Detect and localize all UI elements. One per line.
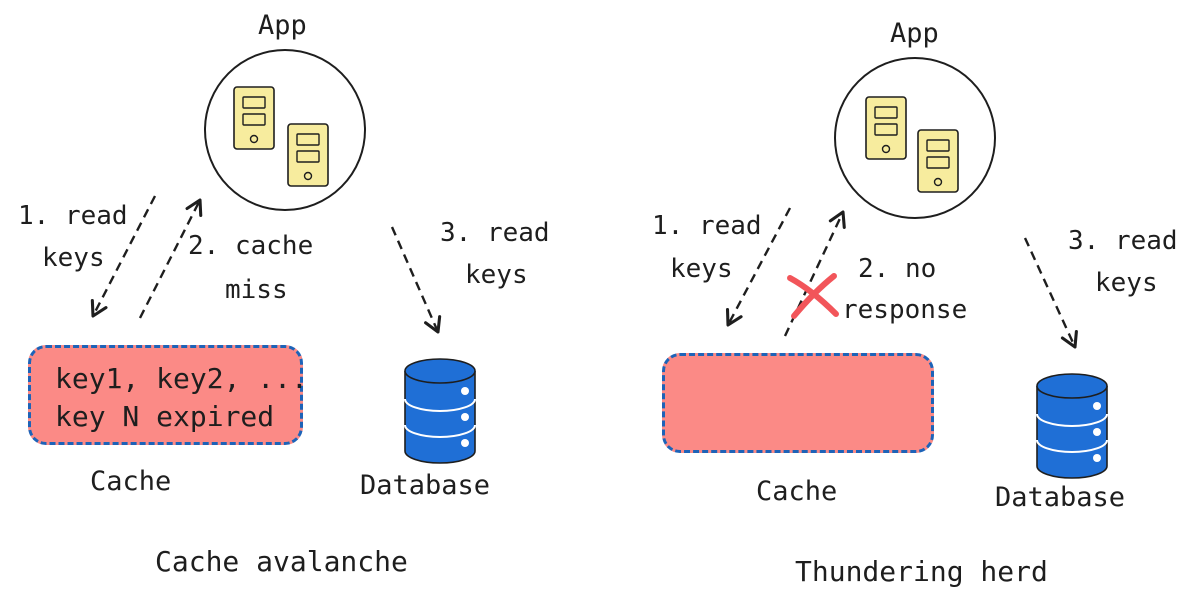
left-cache-label: Cache (90, 466, 172, 497)
left-database-icon (404, 358, 476, 464)
right-app-label: App (890, 18, 939, 49)
left-read-keys-arrow (90, 195, 157, 318)
left-app-label: App (258, 10, 307, 41)
right-step3-label-line2: keys (1095, 268, 1158, 298)
right-step3-label-line1: 3. read (1068, 226, 1178, 256)
left-cache-miss-arrow (138, 198, 203, 319)
left-step2-label-line1: 2. cache (188, 231, 314, 261)
left-phone-icon-1 (233, 86, 275, 150)
left-step1-label-line2: keys (42, 243, 105, 273)
left-database-label: Database (360, 470, 491, 501)
left-cache-content-line2: key N expired (55, 400, 275, 433)
right-app-node (834, 57, 996, 219)
right-step2-label-line2: response (842, 295, 968, 325)
left-cache-box: key1, key2, ... key N expired (28, 345, 308, 445)
left-step2-label-line2: miss (225, 275, 288, 305)
right-step1-label-line1: 1. read (652, 211, 762, 241)
right-phone-icon-2 (917, 129, 959, 193)
right-database-icon (1036, 373, 1108, 479)
right-phone-icon-1 (865, 96, 907, 160)
left-caption: Cache avalanche (155, 545, 408, 578)
right-cache-label: Cache (756, 476, 838, 507)
right-caption: Thundering herd (795, 555, 1048, 588)
left-step1-label-line1: 1. read (18, 201, 128, 231)
right-database-label: Database (995, 482, 1126, 513)
left-cache-content-line1: key1, key2, ... (55, 362, 308, 395)
left-db-read-arrow (390, 226, 442, 334)
left-step3-label-line2: keys (465, 260, 528, 290)
right-step1-label-line2: keys (670, 254, 733, 284)
left-app-circle (204, 49, 366, 211)
right-cache-box (662, 353, 934, 453)
left-phone-icon-2 (287, 123, 329, 187)
left-app-node (204, 49, 366, 211)
left-step3-label-line1: 3. read (440, 218, 550, 248)
cross-icon (787, 273, 839, 319)
right-read-keys-arrow (725, 207, 792, 327)
right-db-read-arrow (1023, 237, 1078, 349)
right-app-circle (834, 57, 996, 219)
right-step2-label-line1: 2. no (858, 254, 937, 284)
